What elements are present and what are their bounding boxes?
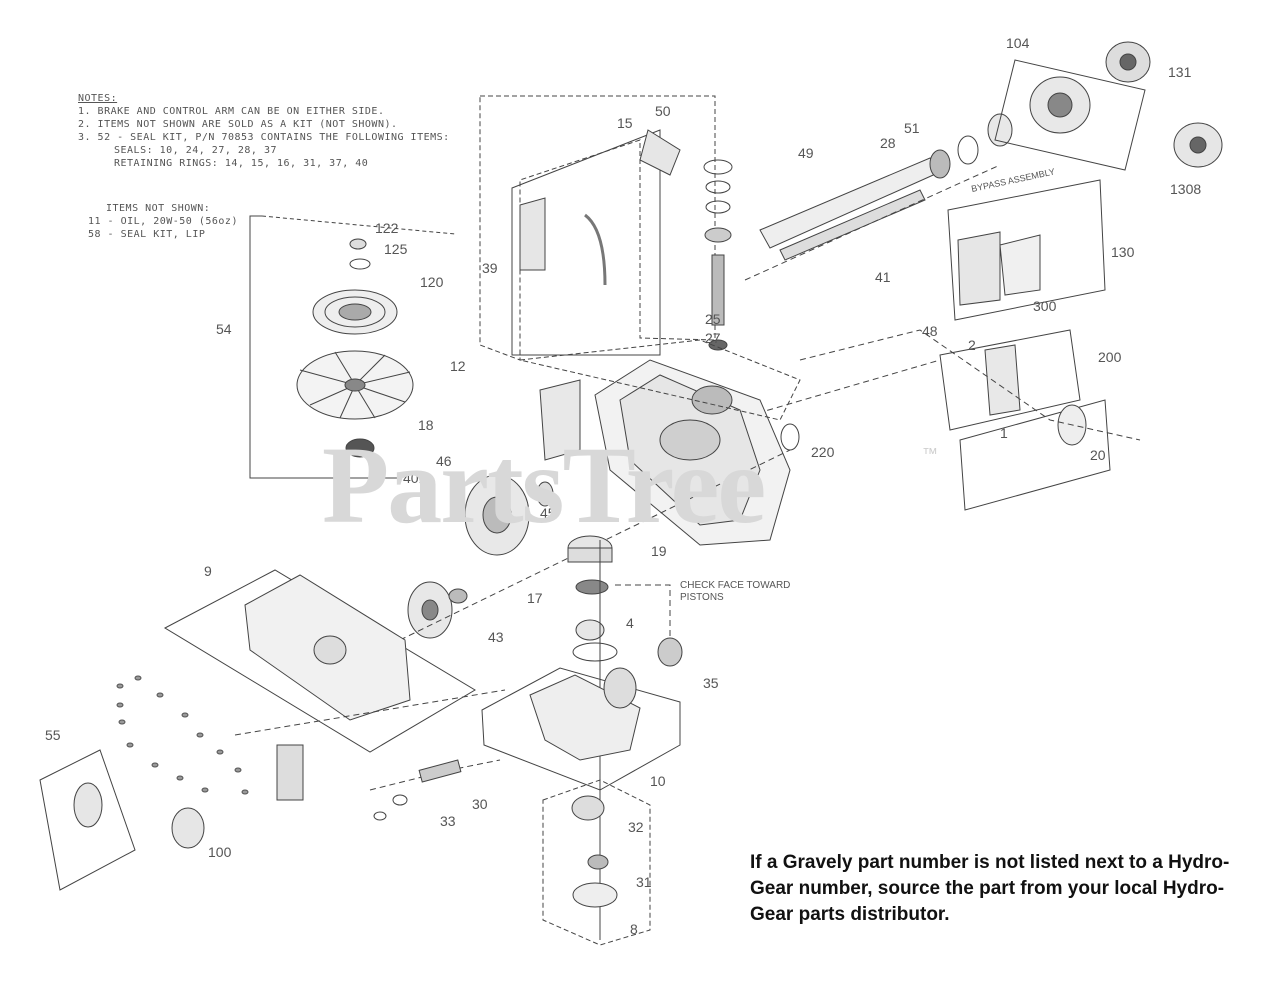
notes-line-1: 1. BRAKE AND CONTROL ARM CAN BE ON EITHE… (78, 106, 385, 117)
callout-49: 49 (798, 145, 814, 161)
callout-20: 20 (1090, 447, 1106, 463)
items-not-shown-line-1: 11 - OIL, 20W-50 (56oz) (88, 216, 238, 227)
callout-130: 130 (1111, 244, 1135, 260)
callout-120: 120 (420, 274, 444, 290)
callout-48: 48 (922, 323, 938, 339)
callout-54: 54 (216, 321, 232, 337)
callout-104: 104 (1006, 35, 1030, 51)
brake-box (959, 399, 1111, 511)
callout-15: 15 (617, 115, 633, 131)
items-not-shown: ITEMS NOT SHOWN: 11 - OIL, 20W-50 (56oz)… (88, 202, 308, 241)
pulley-group-bracket (249, 215, 400, 479)
callout-35: 35 (703, 675, 719, 691)
piston-stack (567, 535, 618, 662)
fan-part (296, 350, 414, 420)
items-not-shown-line-2: 58 - SEAL KIT, LIP (88, 229, 206, 240)
callout-31: 31 (636, 874, 652, 890)
brake-arm-panel (511, 129, 661, 356)
charge-pump-part (73, 782, 103, 828)
trademark-symbol: ™ (922, 446, 938, 463)
seal-part (780, 423, 800, 451)
filter-part (276, 744, 304, 801)
callout-2: 2 (968, 337, 976, 353)
callout-200: 200 (1098, 349, 1122, 365)
source-part-note: If a Gravely part number is not listed n… (750, 852, 1230, 925)
callout-17: 17 (527, 590, 543, 606)
notes-block: NOTES: 1. BRAKE AND CONTROL ARM CAN BE O… (78, 92, 498, 170)
notes-line-4: SEALS: 10, 24, 27, 28, 37 (114, 145, 278, 156)
callout-33: 33 (440, 813, 456, 829)
callout-1308: 1308 (1170, 181, 1201, 197)
callout-43: 43 (488, 629, 504, 645)
callout-55: 55 (45, 727, 61, 743)
callout-41: 41 (875, 269, 891, 285)
callout-27: 27 (705, 330, 721, 346)
callout-50: 50 (655, 103, 671, 119)
pump-gear-part (171, 807, 205, 849)
hub-assembly-box (994, 59, 1146, 171)
callout-19: 19 (651, 543, 667, 559)
bolt-set (116, 675, 249, 795)
partstree-watermark: PartsTree (322, 424, 766, 546)
callout-131: 131 (1168, 64, 1192, 80)
items-not-shown-header: ITEMS NOT SHOWN: (106, 203, 211, 214)
callout-30: 30 (472, 796, 488, 812)
check-face-note: CHECK FACE TOWARD (680, 580, 790, 591)
callout-28: 28 (880, 135, 896, 151)
notes-line-5: RETAINING RINGS: 14, 15, 16, 31, 37, 40 (114, 158, 369, 169)
callout-10: 10 (650, 773, 666, 789)
notes-line-2: 2. ITEMS NOT SHOWN ARE SOLD AS A KIT (NO… (78, 119, 398, 130)
nut-part (349, 238, 367, 250)
callout-51: 51 (904, 120, 920, 136)
main-housing (594, 359, 791, 546)
callout-45: 45 (540, 505, 556, 521)
input-shaft-stack (703, 159, 733, 351)
callout-122: 122 (375, 220, 399, 236)
callout-1: 1 (1000, 425, 1008, 441)
washer-part (349, 258, 371, 270)
callout-25: 25 (705, 311, 721, 327)
callout-125: 125 (384, 241, 408, 257)
bushing-part (536, 481, 554, 507)
bypass-assembly-box (947, 179, 1106, 321)
callout-32: 32 (628, 819, 644, 835)
callout-18: 18 (418, 417, 434, 433)
hub-part (345, 438, 375, 458)
callout-300: 300 (1033, 298, 1057, 314)
callout-12: 12 (450, 358, 466, 374)
callout-100: 100 (208, 844, 232, 860)
callout-220: 220 (811, 444, 835, 460)
axle-shaft (759, 113, 1013, 261)
control-arm-box (939, 329, 1081, 431)
notes-line-3: 3. 52 - SEAL KIT, P/N 70853 CONTAINS THE… (78, 132, 450, 143)
callout-46: 46 (436, 453, 452, 469)
check-face-note-2: PISTONS (680, 592, 724, 603)
notes-header: NOTES: (78, 93, 118, 104)
callout-401: 401 (403, 470, 427, 486)
callout-39: 39 (482, 260, 498, 276)
bypass-assembly-label: BYPASS ASSEMBLY (970, 166, 1055, 193)
callout-8: 8 (630, 921, 638, 937)
callout-9: 9 (204, 563, 212, 579)
callout-4: 4 (626, 615, 634, 631)
